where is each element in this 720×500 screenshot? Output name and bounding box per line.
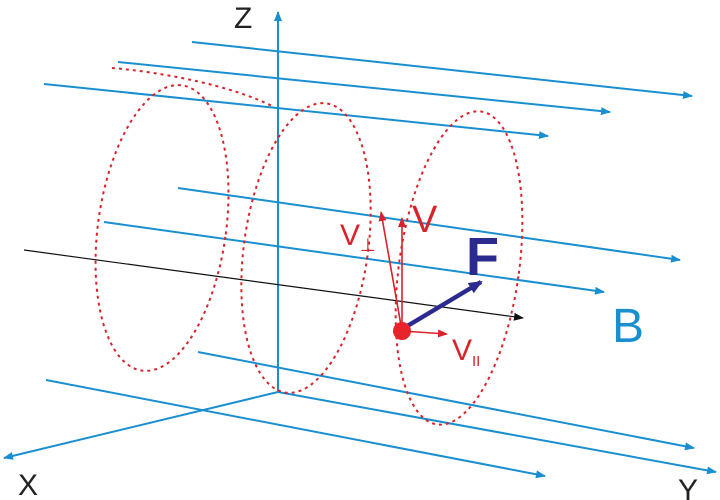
field-line [45,379,546,479]
z-axis-label: Z [234,2,252,35]
field-line [103,221,605,295]
force-label-f: F [466,227,499,287]
field-label-b: B [612,300,644,353]
field-line [177,187,681,263]
field-line [117,61,611,116]
force-vector [402,280,483,330]
helix-connector [111,67,273,107]
velocity-label-v: V [412,199,438,241]
x-axis-label: X [18,469,38,500]
v-perp-vector [378,211,403,332]
charged-particle [393,322,411,340]
v-parallel-base: V [452,334,472,367]
trajectory-line [23,249,524,321]
magnetic-field-lines [43,41,695,479]
field-line [43,83,549,140]
field-line [191,41,693,100]
helical-path [94,67,524,426]
helix-loop [240,102,372,394]
y-axis-label: Y [678,474,698,500]
v-parallel-label: VII [452,334,480,370]
y-axis [277,391,717,475]
x-axis [3,391,279,460]
v-perp-subscript: ⊥ [360,235,376,255]
vectors [378,211,483,340]
field-line [197,351,695,451]
helix-loop [394,110,524,426]
v-perp-base: V [340,219,360,252]
helix-loop [94,84,230,372]
labels: Z X Y B F V V⊥ VII [18,2,698,500]
v-perp-label: V⊥ [340,219,376,255]
v-parallel-subscript: II [472,353,480,370]
